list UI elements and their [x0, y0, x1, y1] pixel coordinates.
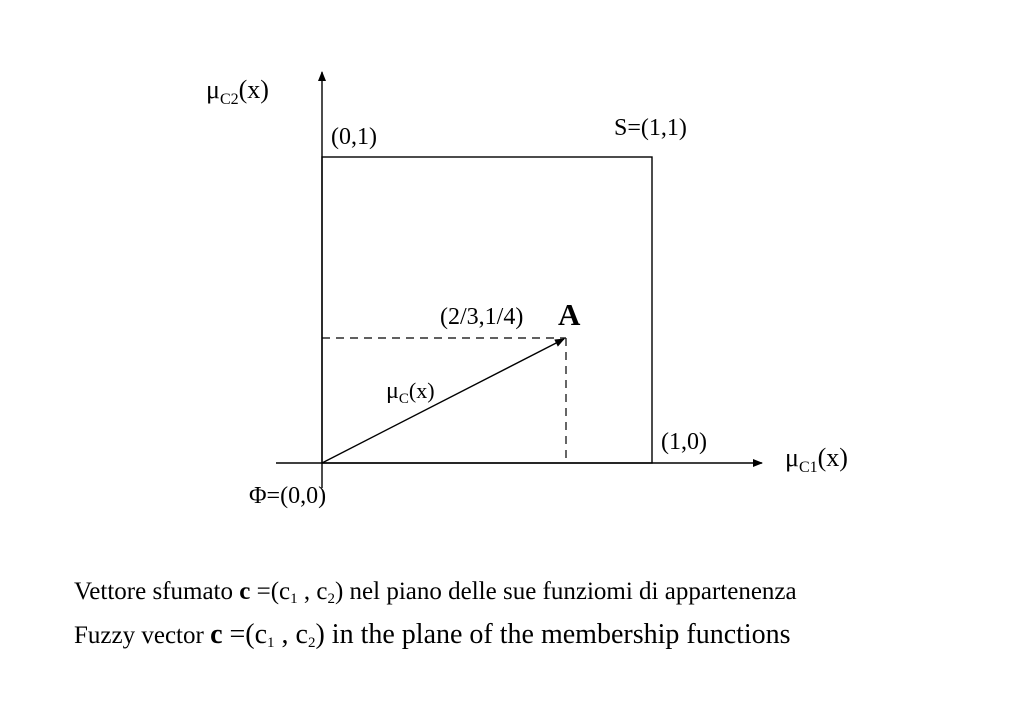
y-axis-label: μC2(x) — [206, 75, 269, 108]
vector-label: μC(x) — [386, 378, 435, 407]
corner-label-top-right: S=(1,1) — [614, 115, 687, 141]
fuzzy-vector-arrow — [321, 338, 565, 464]
corner-label-bottom-right: (1,0) — [661, 429, 707, 455]
unit-square — [321, 156, 653, 464]
x-axis-label: μC1(x) — [785, 443, 848, 476]
point-name-label: A — [558, 297, 581, 332]
caption-line-italian: Vettore sfumato c =(c1 , c2) nel piano d… — [74, 578, 797, 607]
origin-label: Φ=(0,0) — [249, 483, 326, 509]
caption-line-english: Fuzzy vector c =(c1 , c2) in the plane o… — [74, 619, 791, 651]
point-coords-label: (2/3,1/4) — [440, 304, 523, 330]
corner-label-top-left: (0,1) — [331, 124, 377, 150]
